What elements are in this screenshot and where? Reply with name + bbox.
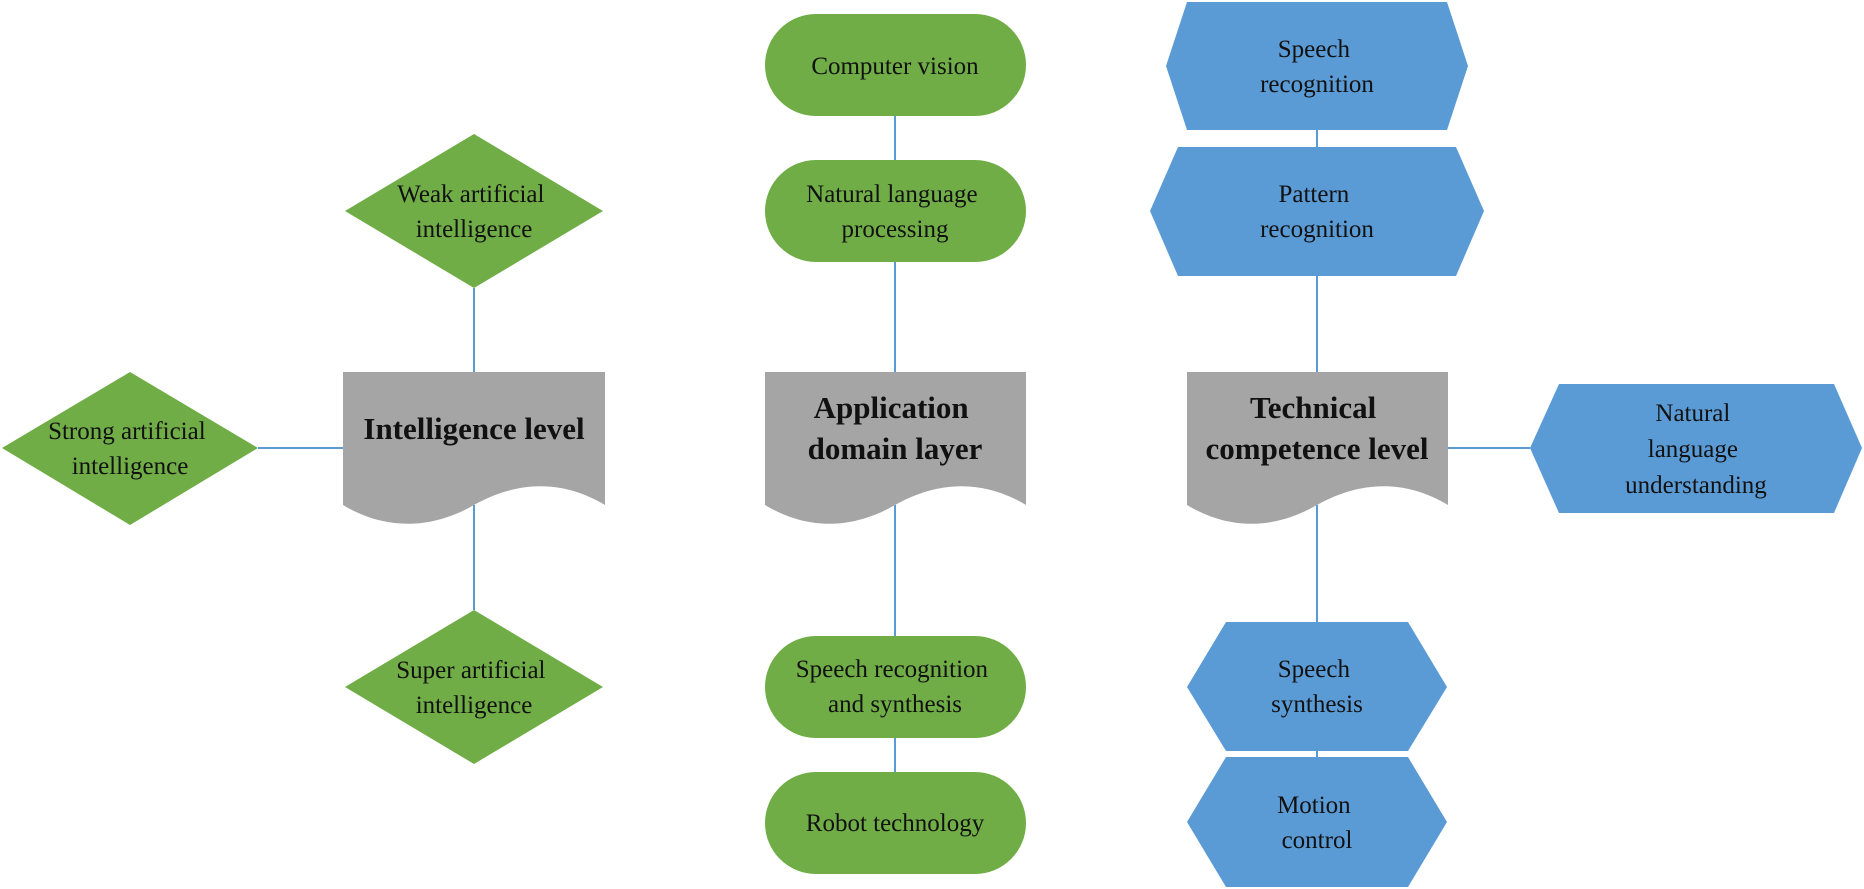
weak-ai-label: Weak artificial intelligence [397, 181, 550, 243]
nlp-node [765, 160, 1026, 262]
intelligence-level-hub [343, 372, 605, 524]
nlu-node [1530, 384, 1862, 513]
technical-column: Speech recognition Pattern recognition T… [1150, 2, 1862, 887]
technical-competence-label: Technical competence level [1206, 390, 1429, 466]
pattern-recognition-label: Pattern recognition [1260, 181, 1374, 243]
pattern-recognition-node [1150, 147, 1484, 276]
speech-synthesis-label: Speech synthesis [1271, 656, 1363, 718]
intelligence-column: Weak artificial intelligence Strong arti… [2, 134, 605, 764]
speech-recognition-synthesis-label: Speech recognition and synthesis [796, 656, 995, 718]
motion-control-node [1187, 757, 1447, 887]
application-domain-hub [765, 372, 1026, 524]
weak-ai-node [345, 134, 603, 288]
application-column: Computer vision Natural language process… [765, 14, 1026, 874]
intelligence-level-label: Intelligence level [363, 411, 585, 446]
strong-ai-label: Strong artificial intelligence [48, 418, 212, 480]
speech-recognition-synthesis-node [765, 636, 1026, 738]
speech-synthesis-node [1187, 622, 1447, 751]
robot-technology-label: Robot technology [806, 810, 985, 837]
strong-ai-node [2, 372, 258, 525]
computer-vision-label: Computer vision [811, 53, 979, 80]
motion-control-label: Motion control [1277, 792, 1357, 854]
nlu-label: Natural language understanding [1625, 400, 1767, 499]
technical-competence-hub [1187, 372, 1448, 524]
connectors [258, 116, 1530, 772]
super-ai-label: Super artificial intelligence [396, 657, 552, 719]
nlp-label: Natural language processing [806, 181, 984, 243]
computer-vision-node [765, 14, 1026, 116]
speech-recognition-label: Speech recognition [1260, 36, 1374, 98]
application-domain-label: Application domain layer [808, 390, 983, 466]
robot-technology-node [765, 772, 1026, 874]
speech-recognition-node [1166, 2, 1468, 130]
super-ai-node [345, 610, 603, 764]
